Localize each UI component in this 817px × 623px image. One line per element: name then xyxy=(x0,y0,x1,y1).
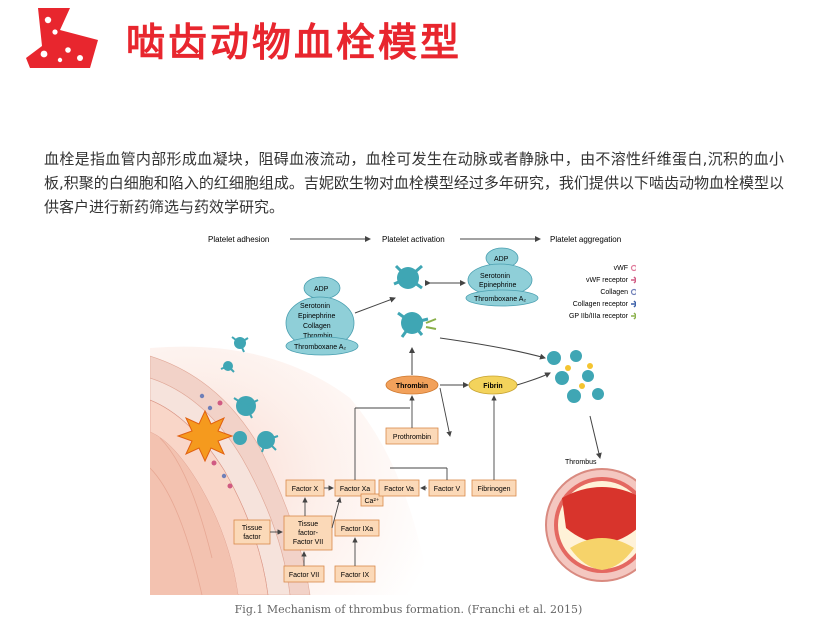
svg-text:Serotonin: Serotonin xyxy=(300,303,330,310)
svg-text:Fibrinogen: Fibrinogen xyxy=(477,486,510,493)
svg-text:Prothrombin: Prothrombin xyxy=(393,434,431,441)
svg-text:vWF: vWF xyxy=(614,265,628,272)
calcium-box xyxy=(360,493,384,507)
svg-text:ADP: ADP xyxy=(314,286,329,293)
agonist-cloud-right: ADP Serotonin Epinephrine Thromboxane A₂ xyxy=(465,247,539,307)
svg-text:Factor X: Factor X xyxy=(292,486,319,493)
intro-paragraph: 血栓是指血管内部形成血凝块，阻碍血液流动，血栓可发生在动脉或者静脉中，由不溶性纤… xyxy=(44,150,784,216)
svg-text:Thrombin: Thrombin xyxy=(303,333,333,340)
svg-text:Tissue: Tissue xyxy=(242,525,262,532)
factor-ixa-box xyxy=(334,519,380,537)
stage-label-aggregation: Platelet aggregation xyxy=(550,235,621,244)
svg-text:Ca²⁺: Ca²⁺ xyxy=(365,498,380,505)
thrombus-mechanism-figure: Platelet adhesion Platelet activation Pl… xyxy=(150,228,636,595)
svg-text:Factor VII: Factor VII xyxy=(293,539,323,546)
legend: vWF vWF receptor Collagen Collagen recep… xyxy=(569,264,636,320)
svg-text:factor-: factor- xyxy=(298,530,319,537)
company-logo xyxy=(26,8,98,68)
svg-text:Factor VII: Factor VII xyxy=(289,572,319,579)
svg-text:Factor IXa: Factor IXa xyxy=(341,526,373,533)
svg-text:Tissue: Tissue xyxy=(298,521,318,528)
svg-text:factor: factor xyxy=(243,534,261,541)
activated-platelet-icon xyxy=(393,264,437,338)
svg-text:Factor IX: Factor IX xyxy=(341,572,370,579)
svg-text:Thrombin: Thrombin xyxy=(396,383,428,390)
stage-label-activation: Platelet activation xyxy=(382,235,445,244)
svg-text:Collagen: Collagen xyxy=(600,289,628,296)
svg-text:ADP: ADP xyxy=(494,256,509,263)
svg-text:Factor V: Factor V xyxy=(434,486,461,493)
agonist-cloud-left: ADP Serotonin Epinephrine Collagen Throm… xyxy=(285,276,359,356)
svg-text:Thrombus: Thrombus xyxy=(565,459,597,466)
svg-text:vWF receptor: vWF receptor xyxy=(586,277,629,284)
fibrin-node: Fibrin xyxy=(468,375,518,395)
svg-text:Factor Va: Factor Va xyxy=(384,486,414,493)
svg-text:Thromboxane A₂: Thromboxane A₂ xyxy=(294,344,346,351)
injury-site-icon xyxy=(176,409,234,463)
svg-text:Collagen receptor: Collagen receptor xyxy=(573,301,629,308)
svg-text:GP IIb/IIIa receptor: GP IIb/IIIa receptor xyxy=(569,313,629,320)
page-title: 啮齿动物血栓模型 xyxy=(126,21,463,66)
figure-caption: Fig.1 Mechanism of thrombus formation. (… xyxy=(234,603,583,616)
stage-label-adhesion: Platelet adhesion xyxy=(208,235,269,244)
svg-text:Thromboxane A₂: Thromboxane A₂ xyxy=(474,296,526,303)
svg-text:Serotonin: Serotonin xyxy=(480,273,510,280)
svg-text:Collagen: Collagen xyxy=(303,323,331,330)
tissue-factor-vii-box xyxy=(283,515,333,551)
aggregated-platelets-icon xyxy=(547,350,604,403)
factor-va-box xyxy=(378,479,420,497)
tissue-factor-box xyxy=(233,519,271,545)
svg-text:Fibrin: Fibrin xyxy=(483,383,502,390)
svg-text:Epinephrine: Epinephrine xyxy=(479,282,516,289)
thrombus-vessel-icon: Thrombus xyxy=(545,415,636,582)
svg-text:Epinephrine: Epinephrine xyxy=(298,313,335,320)
svg-text:Factor Xa: Factor Xa xyxy=(340,486,370,493)
thrombin-node: Thrombin xyxy=(385,375,439,395)
